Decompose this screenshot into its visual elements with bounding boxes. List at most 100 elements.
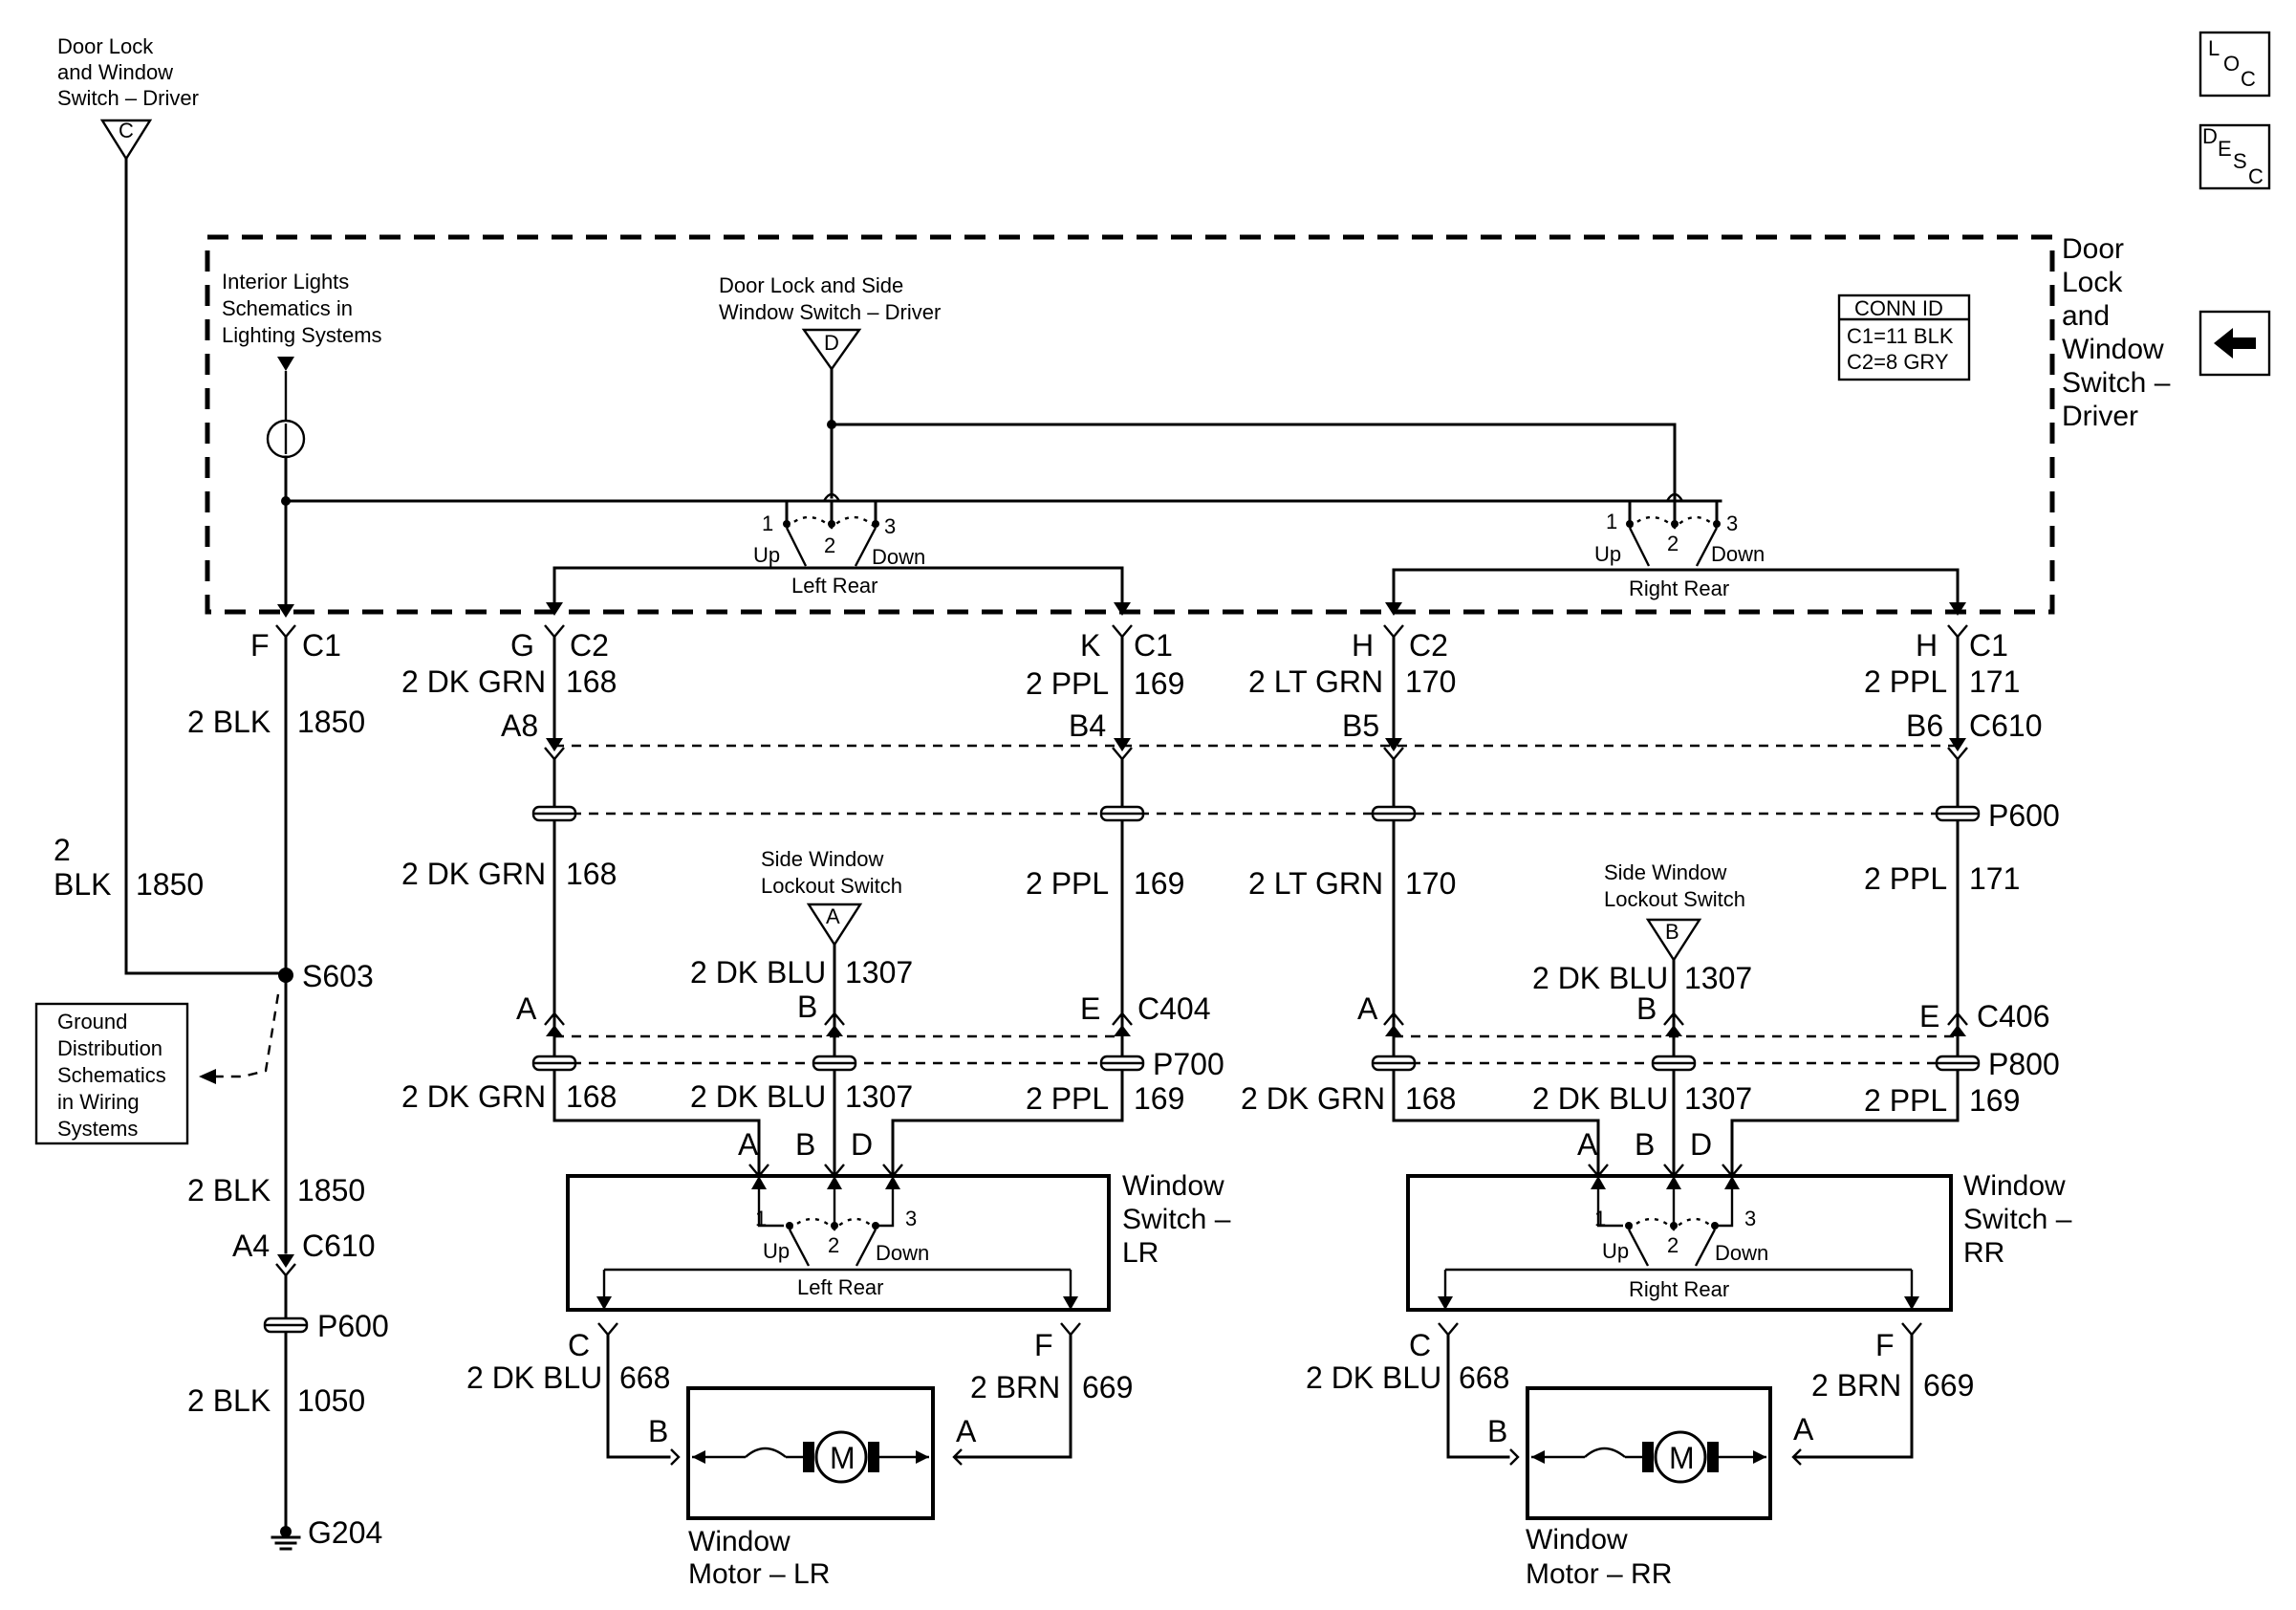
svg-text:Down: Down (1711, 542, 1765, 566)
desc-icon[interactable]: D E S C (2199, 123, 2271, 190)
svg-text:F: F (1875, 1328, 1895, 1362)
svg-text:H: H (1916, 628, 1938, 663)
svg-text:Right Rear: Right Rear (1629, 1277, 1729, 1301)
svg-text:Systems: Systems (57, 1117, 138, 1141)
svg-text:S603: S603 (302, 959, 374, 993)
svg-text:C1=11 BLK: C1=11 BLK (1847, 324, 1954, 348)
svg-text:Lockout Switch: Lockout Switch (1604, 887, 1745, 911)
svg-text:C: C (2248, 164, 2264, 188)
svg-text:A: A (1357, 991, 1378, 1026)
c404-connector: A B E C404 (516, 990, 1211, 1038)
module-right-rear-switch: 1 2 3 Up Down Right Rear (1392, 491, 1960, 614)
svg-text:1307: 1307 (845, 955, 913, 990)
lockout-switch-a: Side Window Lockout Switch A 2 DK BLU 13… (690, 847, 913, 1111)
svg-text:2 LT GRN: 2 LT GRN (1248, 664, 1383, 699)
svg-text:E: E (1919, 999, 1939, 1033)
svg-text:F: F (250, 628, 270, 663)
svg-text:2 DK BLU: 2 DK BLU (690, 1079, 826, 1114)
svg-text:168: 168 (566, 1079, 617, 1114)
ground-chain: 2 BLK 1850 A4 C610 P600 2 BLK 1050 G204 (187, 1173, 389, 1551)
p800-pass-through: P800 (1371, 1047, 2060, 1081)
svg-text:1050: 1050 (297, 1383, 365, 1418)
svg-text:B: B (1665, 920, 1679, 944)
svg-text:2 DK BLU: 2 DK BLU (1306, 1360, 1441, 1395)
svg-text:B: B (797, 990, 817, 1024)
svg-text:A4: A4 (232, 1229, 270, 1263)
svg-text:Down: Down (872, 545, 925, 569)
svg-text:A: A (1577, 1127, 1598, 1162)
top-wire-labels: 2 BLK 1850 2 DK GRN 168 2 PPL 169 2 LT G… (187, 664, 2020, 739)
svg-text:1: 1 (1606, 510, 1617, 533)
svg-text:1850: 1850 (136, 867, 204, 902)
ground-distribution-ref: Ground Distribution Schematics in Wiring… (34, 1002, 189, 1145)
svg-text:Switch – Driver: Switch – Driver (57, 86, 199, 110)
back-arrow-icon[interactable] (2199, 310, 2271, 377)
svg-text:Interior Lights: Interior Lights (222, 270, 349, 294)
connector-c-symbol (99, 119, 153, 162)
svg-text:C: C (568, 1328, 590, 1362)
svg-text:C404: C404 (1137, 991, 1211, 1026)
loc-icon[interactable]: L O C (2199, 31, 2271, 98)
svg-text:168: 168 (1405, 1081, 1456, 1116)
svg-text:3: 3 (905, 1207, 917, 1230)
svg-text:M: M (830, 1441, 856, 1475)
svg-text:2 PPL: 2 PPL (1864, 664, 1947, 699)
left-ground-wire: 2 BLK 1850 S603 (54, 833, 374, 1254)
svg-text:S: S (2233, 149, 2247, 173)
svg-text:3: 3 (1726, 511, 1738, 535)
svg-text:1: 1 (755, 1207, 767, 1230)
svg-text:B5: B5 (1342, 708, 1379, 743)
svg-text:P700: P700 (1153, 1047, 1224, 1081)
svg-text:169: 169 (1969, 1083, 2020, 1118)
svg-text:C610: C610 (302, 1229, 376, 1263)
svg-text:2 DK GRN: 2 DK GRN (401, 664, 546, 699)
svg-text:2: 2 (1667, 532, 1679, 555)
svg-text:Switch –: Switch – (2062, 367, 2171, 399)
mid-wire-labels: 2 DK GRN 168 2 PPL 169 2 LT GRN 170 2 PP… (401, 857, 2020, 901)
svg-text:2 PPL: 2 PPL (1026, 1081, 1109, 1116)
svg-text:Switch –: Switch – (1122, 1204, 1231, 1235)
svg-text:669: 669 (1082, 1370, 1133, 1404)
svg-text:C2: C2 (570, 628, 609, 663)
svg-text:Window: Window (688, 1526, 791, 1557)
svg-text:Up: Up (1602, 1239, 1629, 1263)
lower-wire-labels: 2 DK GRN 168 2 DK BLU 1307 2 PPL 169 2 D… (401, 1079, 2020, 1118)
module-output-arrows (277, 602, 1966, 618)
svg-text:P800: P800 (1988, 1047, 2060, 1081)
svg-text:2 DK GRN: 2 DK GRN (1241, 1081, 1385, 1116)
svg-text:2 LT GRN: 2 LT GRN (1248, 866, 1383, 901)
svg-text:D: D (2202, 124, 2218, 148)
svg-text:2 BRN: 2 BRN (970, 1370, 1060, 1404)
svg-text:1307: 1307 (1684, 961, 1752, 995)
svg-text:669: 669 (1923, 1368, 1974, 1403)
window-motor-rr: C 2 DK BLU 668 F 2 BRN 669 B A M Window … (1306, 1322, 1974, 1590)
svg-text:1850: 1850 (297, 1173, 365, 1208)
svg-text:C1: C1 (1969, 628, 2008, 663)
svg-text:2: 2 (824, 533, 835, 557)
top-pin-labels: F C1 G C2 K C1 H C2 H C1 (250, 628, 2008, 663)
svg-text:2 DK BLU: 2 DK BLU (690, 955, 826, 990)
svg-text:Lock: Lock (2062, 267, 2123, 298)
window-motor-lr: C 2 DK BLU 668 F 2 BRN 669 B A M Window … (466, 1322, 1133, 1590)
svg-text:Driver: Driver (2062, 401, 2138, 432)
svg-text:2 DK GRN: 2 DK GRN (401, 857, 546, 891)
svg-text:2: 2 (1667, 1233, 1679, 1257)
svg-text:E: E (2218, 137, 2232, 161)
p700-pass-through: P700 (531, 1047, 1224, 1081)
svg-text:Window: Window (2062, 334, 2164, 365)
svg-text:D: D (851, 1127, 873, 1162)
svg-text:P600: P600 (317, 1309, 389, 1343)
svg-text:2: 2 (828, 1233, 839, 1257)
svg-text:Up: Up (763, 1239, 790, 1263)
c610-connector: A8 B4 B5 B6 C610 (501, 708, 2043, 761)
svg-text:Window Switch – Driver: Window Switch – Driver (719, 300, 941, 324)
driver-switch-d-ref: Door Lock and Side Window Switch – Drive… (719, 273, 1677, 499)
svg-text:RR: RR (1963, 1237, 2004, 1269)
svg-text:CONN ID: CONN ID (1854, 296, 1943, 320)
svg-text:2 BLK: 2 BLK (187, 1173, 271, 1208)
svg-text:668: 668 (619, 1360, 670, 1395)
svg-text:and Window: and Window (57, 60, 173, 84)
svg-text:C: C (1409, 1328, 1431, 1362)
svg-text:K: K (1080, 628, 1100, 663)
